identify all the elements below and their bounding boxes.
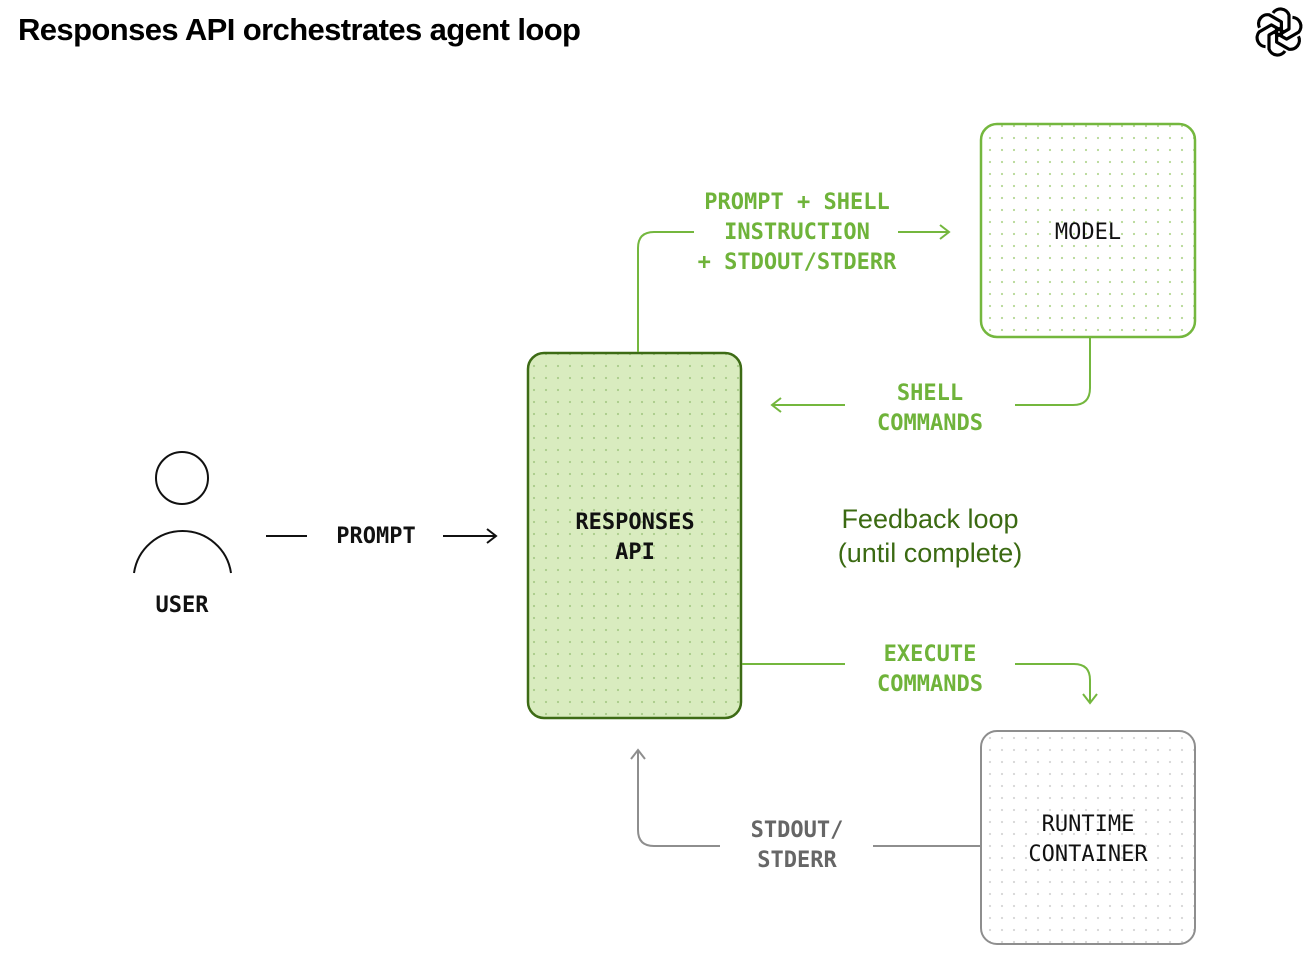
to-model-label-line1: PROMPT + SHELL: [704, 190, 889, 215]
openai-logo-icon: [1255, 7, 1303, 57]
stdout-stderr-edge: STDOUT/ STDERR: [630, 748, 981, 873]
execute-commands-label-line2: COMMANDS: [877, 672, 983, 697]
feedback-loop-line2: (until complete): [838, 538, 1023, 568]
runtime-container-node: RUNTIME CONTAINER: [980, 730, 1196, 945]
feedback-loop-annotation: Feedback loop (until complete): [838, 504, 1023, 568]
to-model-line: [637, 231, 694, 352]
prompt-edge: PROMPT: [266, 524, 498, 549]
execute-commands-line-right: [1015, 663, 1091, 702]
person-body-icon: [133, 529, 232, 574]
feedback-loop-line1: Feedback loop: [841, 504, 1018, 534]
shell-commands-label-line1: SHELL: [897, 381, 963, 406]
user-label: USER: [156, 593, 210, 618]
shell-commands-line-right: [1015, 338, 1091, 406]
shell-commands-label-line2: COMMANDS: [877, 411, 983, 436]
to-model-label-line3: + STDOUT/STDERR: [698, 250, 897, 275]
stdout-stderr-label-line2: STDERR: [757, 848, 837, 873]
responses-api-label-line2: API: [615, 540, 655, 565]
person-head-icon: [155, 451, 209, 505]
arrow-right-icon: [939, 224, 951, 240]
to-model-edge: PROMPT + SHELL INSTRUCTION + STDOUT/STDE…: [637, 190, 951, 352]
model-node: MODEL: [979, 122, 1197, 339]
arrow-right-icon: [486, 528, 498, 544]
runtime-label-line2: CONTAINER: [1028, 842, 1148, 867]
execute-commands-label-line1: EXECUTE: [884, 642, 977, 667]
runtime-label-line1: RUNTIME: [1042, 812, 1135, 837]
stdout-stderr-label-line1: STDOUT/: [751, 818, 844, 843]
to-model-label-line2: INSTRUCTION: [724, 220, 870, 245]
responses-api-label-line1: RESPONSES: [575, 510, 694, 535]
execute-commands-edge: EXECUTE COMMANDS: [742, 642, 1098, 705]
user-node: USER: [133, 451, 232, 618]
arrow-down-icon: [1082, 693, 1098, 705]
page-title: Responses API orchestrates agent loop: [18, 12, 581, 47]
prompt-label: PROMPT: [336, 524, 415, 549]
model-label: MODEL: [1055, 220, 1121, 245]
stdout-stderr-line-left: [637, 751, 720, 847]
responses-api-node: RESPONSES API: [526, 351, 743, 720]
arrow-up-icon: [630, 748, 646, 760]
shell-commands-edge: SHELL COMMANDS: [770, 338, 1091, 436]
arrow-left-icon: [770, 397, 782, 413]
